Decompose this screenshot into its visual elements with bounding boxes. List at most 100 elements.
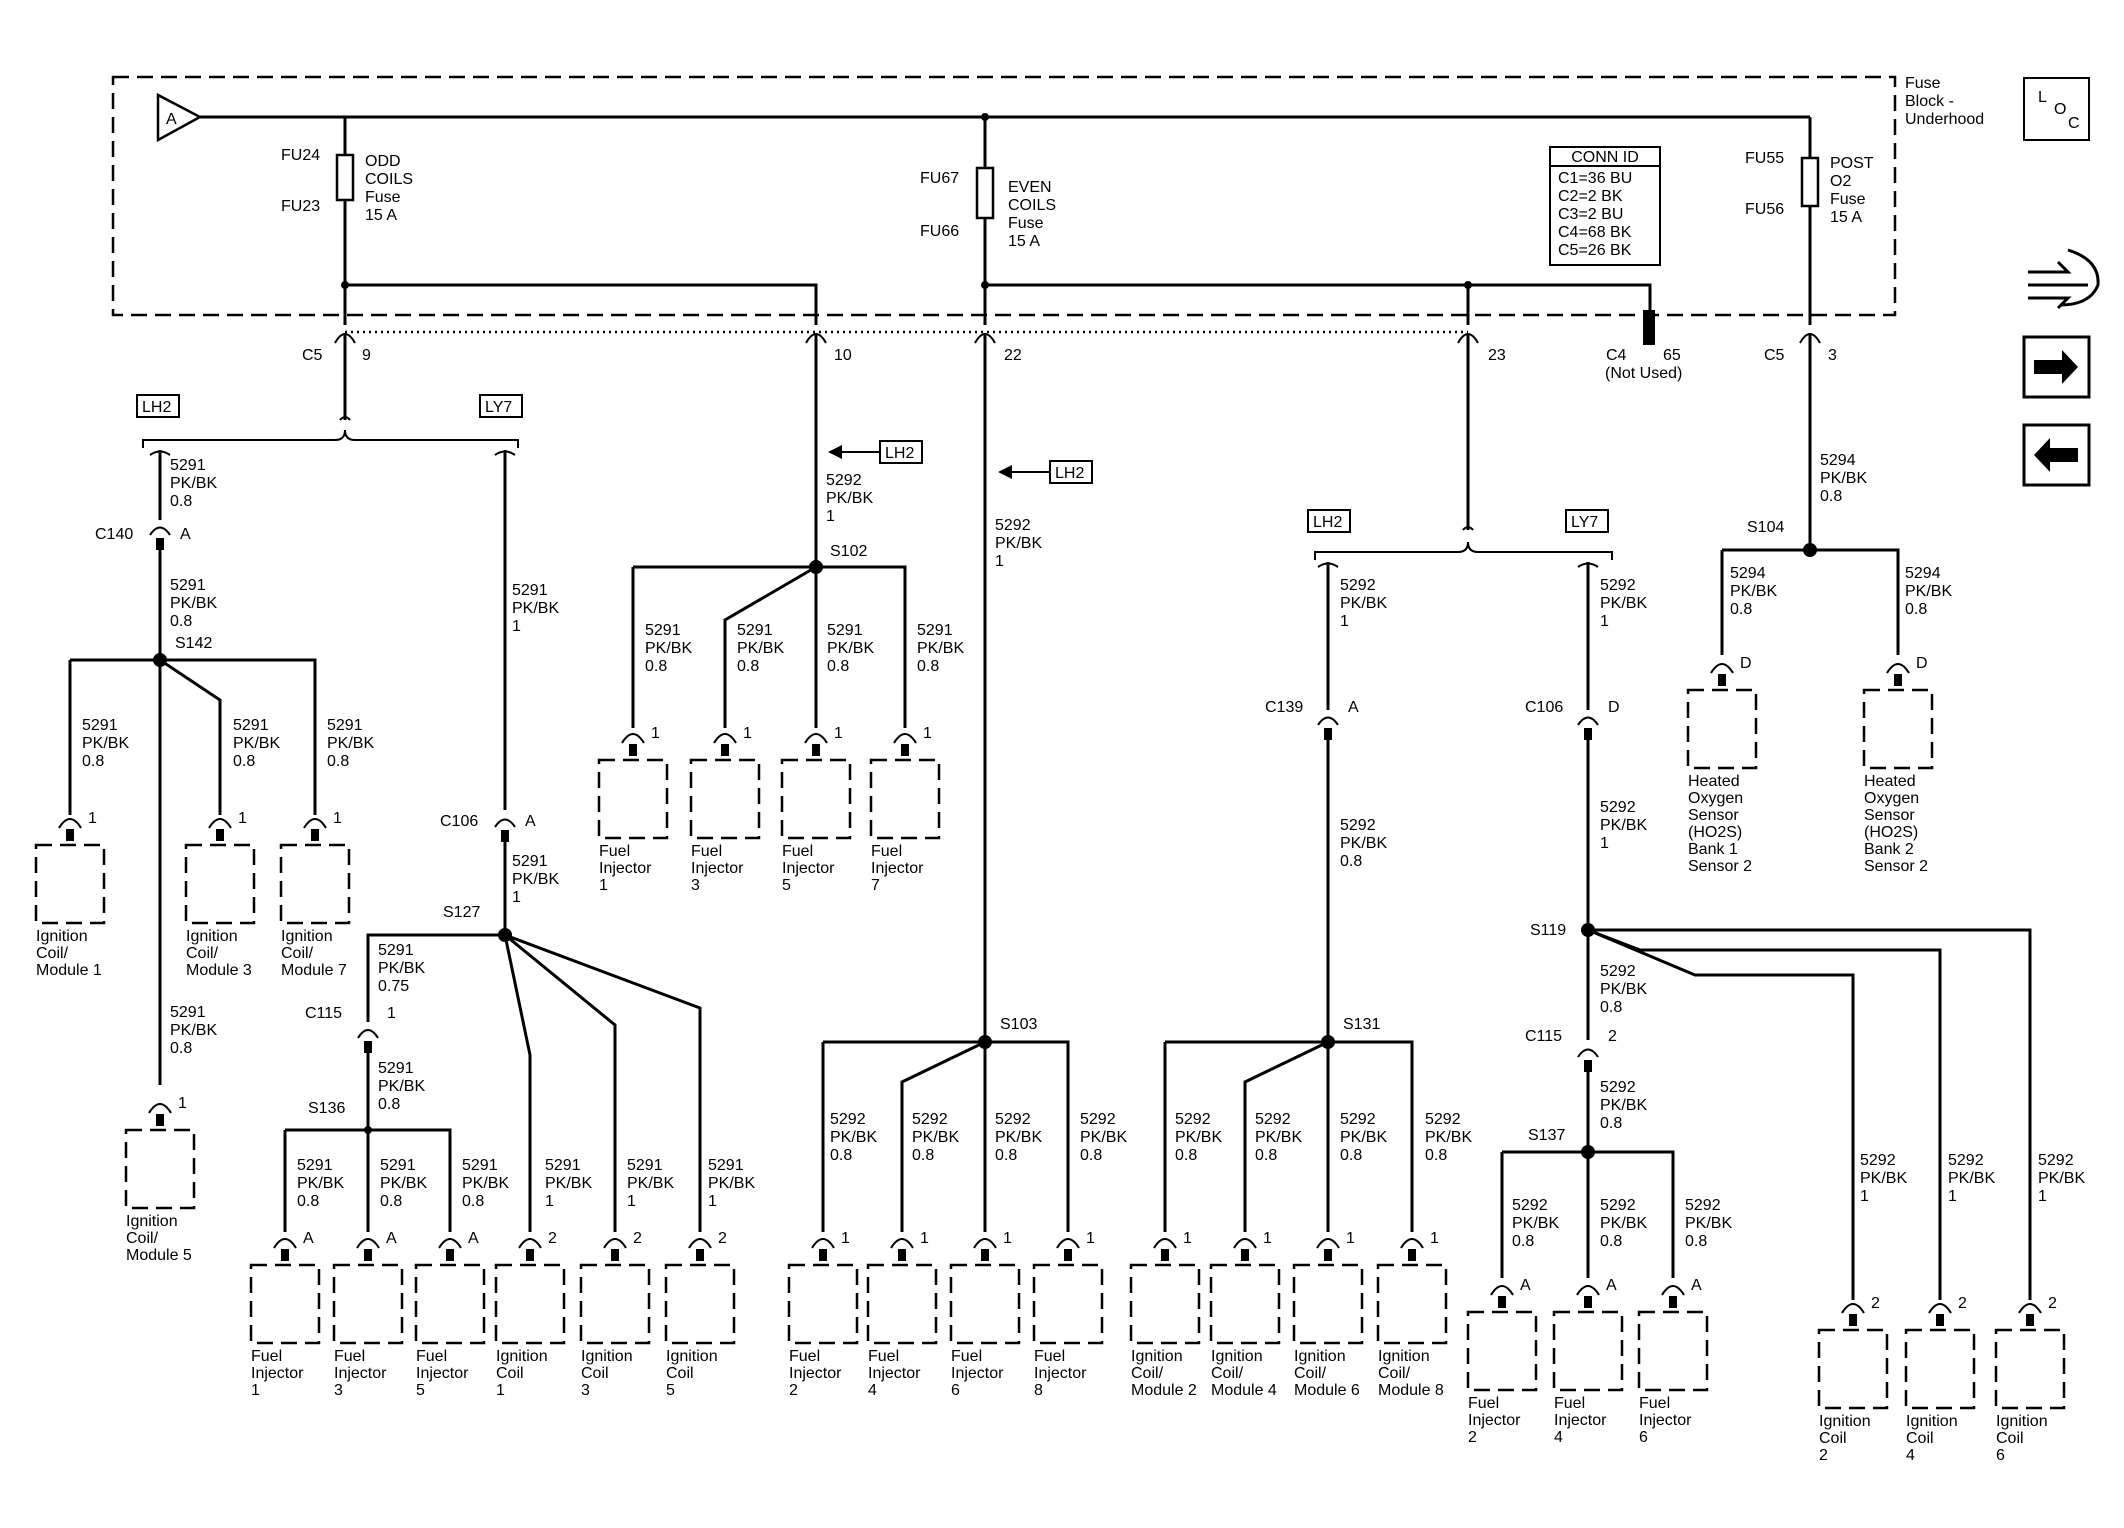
fuse-block-outline bbox=[111, 75, 1897, 317]
component-name-7-line1: Fuel bbox=[416, 1348, 447, 1365]
wire-label-w27-line1: 5292 bbox=[1340, 577, 1376, 594]
s136-label: S136 bbox=[308, 1100, 345, 1117]
wire-label-w12-line1: 5291 bbox=[380, 1157, 416, 1174]
component-name-24-line2: Injector bbox=[1554, 1412, 1607, 1429]
c115b-connector bbox=[1577, 1048, 1599, 1058]
component-pin-19: 1 bbox=[1183, 1230, 1192, 1247]
option-split-left: LH2 LY7 bbox=[136, 394, 523, 1085]
next-page-button[interactable] bbox=[2022, 335, 2091, 399]
wire-label-w22-line1: 5292 bbox=[995, 517, 1031, 534]
component-connector-28 bbox=[2018, 1303, 2042, 1314]
locator-icon[interactable]: L O C bbox=[2023, 77, 2090, 141]
component-name-30-line3: Sensor bbox=[1864, 807, 1915, 824]
component-name-29-line1: Heated bbox=[1688, 773, 1740, 790]
component-pin-26: 2 bbox=[1871, 1295, 1880, 1312]
component-connector-29 bbox=[1710, 663, 1734, 674]
fuse-even-desc-4: 15 A bbox=[1008, 233, 1040, 250]
wire-label-w28-line3: 0.8 bbox=[1340, 853, 1362, 870]
component-name-15-line1: Fuel bbox=[789, 1348, 820, 1365]
component-name-25-line1: Fuel bbox=[1639, 1395, 1670, 1412]
arrow-left-icon bbox=[2034, 438, 2078, 472]
feed-a-icon bbox=[156, 92, 203, 143]
wire-label-w14-line2: PK/BK bbox=[545, 1175, 592, 1192]
component-box-1 bbox=[34, 843, 106, 925]
wire-label-w31-line2: PK/BK bbox=[1340, 1129, 1387, 1146]
wire-label-w41-line2: PK/BK bbox=[1948, 1170, 1995, 1187]
conn-id-row: C1=36 BU bbox=[1558, 170, 1632, 187]
wire-label-w26-line1: 5292 bbox=[1080, 1111, 1116, 1128]
pin-c4-label: C4 bbox=[1606, 347, 1627, 364]
component-name-11-line1: Fuel bbox=[599, 843, 630, 860]
wire-label-w29-line2: PK/BK bbox=[1175, 1129, 1222, 1146]
connector-view-icon[interactable] bbox=[2028, 248, 2100, 310]
component-pin-27: 2 bbox=[1958, 1295, 1967, 1312]
wire-label-w10-line2: PK/BK bbox=[378, 1078, 425, 1095]
wire-label-w29-line3: 0.8 bbox=[1175, 1147, 1197, 1164]
wire-label-w24-line2: PK/BK bbox=[912, 1129, 959, 1146]
wire-label-w30-line3: 0.8 bbox=[1255, 1147, 1277, 1164]
c139-label: C139 bbox=[1265, 699, 1303, 716]
component-pin-13: 1 bbox=[834, 725, 843, 742]
component-box-21 bbox=[1292, 1263, 1364, 1345]
component-name-7-line2: Injector bbox=[416, 1365, 469, 1382]
component-name-27-line3: 4 bbox=[1906, 1447, 1915, 1464]
component-name-28-line2: Coil bbox=[1996, 1430, 2024, 1447]
wire-label-w40-line3: 1 bbox=[1860, 1188, 1869, 1205]
arrow-lh2-label-2: LH2 bbox=[1055, 465, 1084, 482]
loc-o: O bbox=[2054, 101, 2066, 118]
wire-label-w2-line3: 0.8 bbox=[170, 613, 192, 630]
option-ly7-label: LY7 bbox=[485, 399, 512, 416]
wire-label-w42-line2: PK/BK bbox=[2038, 1170, 2085, 1187]
c115b-pin: 2 bbox=[1608, 1028, 1617, 1045]
component-name-17-line1: Fuel bbox=[951, 1348, 982, 1365]
component-terminal-25 bbox=[1669, 1296, 1677, 1308]
wire-label-w36-line1: 5292 bbox=[1600, 1079, 1636, 1096]
option-ly7-label-right: LY7 bbox=[1571, 514, 1598, 531]
pin-22-label: 22 bbox=[1004, 347, 1022, 364]
wire-label-w37-line2: PK/BK bbox=[1512, 1215, 1559, 1232]
component-terminal-19 bbox=[1161, 1249, 1169, 1261]
c140-connector bbox=[149, 526, 171, 536]
prev-page-button[interactable] bbox=[2022, 423, 2091, 487]
component-box-28 bbox=[1994, 1328, 2066, 1410]
component-pin-16: 1 bbox=[920, 1230, 929, 1247]
component-terminal-6 bbox=[364, 1249, 372, 1261]
block-pins: C5 9 10 22 23 C4 65 (Not Used) C5 3 bbox=[302, 333, 1837, 1040]
wire-label-w10-line1: 5291 bbox=[378, 1060, 414, 1077]
wire-label-w18-line2: PK/BK bbox=[645, 640, 692, 657]
fuse-even-top: FU67 bbox=[920, 170, 959, 187]
component-name-13-line1: Fuel bbox=[782, 843, 813, 860]
c106d-label: C106 bbox=[1525, 699, 1563, 716]
